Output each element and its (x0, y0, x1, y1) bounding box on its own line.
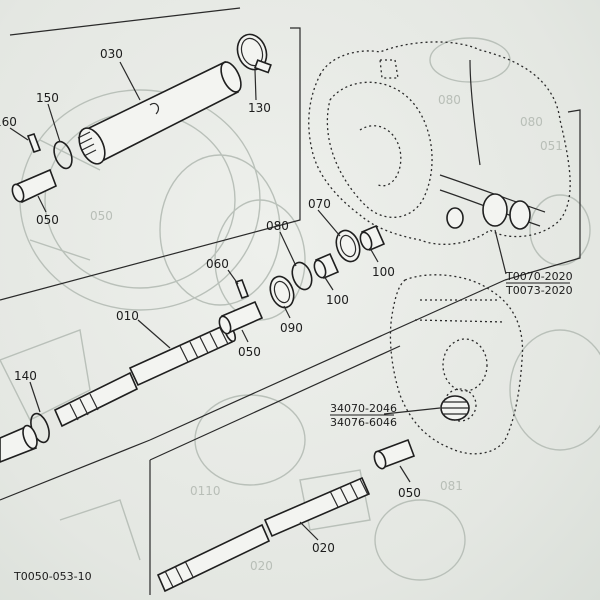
background-ghost-drawing: 080 080 051 081 050 0110 020 (0, 37, 600, 581)
part-090-bearing (269, 275, 295, 309)
label-050-lower: 050 (398, 486, 421, 500)
svg-text:0110: 0110 (190, 484, 221, 498)
part-050-collar-upper (11, 168, 58, 204)
label-030: 030 (100, 47, 123, 61)
transmission-case-upper (308, 41, 571, 245)
part-100-bushing-lower (313, 252, 340, 280)
svg-text:080: 080 (438, 93, 461, 107)
label-050-upper: 050 (36, 213, 59, 227)
footer-drawing-code: T0050-053-10 (13, 570, 92, 583)
splined-collar (440, 395, 470, 421)
svg-text:081: 081 (440, 479, 463, 493)
ref-code-1b: T0073-2020 (505, 284, 573, 297)
label-130: 130 (248, 101, 271, 115)
label-090: 090 (280, 321, 303, 335)
label-150: 150 (36, 91, 59, 105)
ref-code-1a: T0070-2020 (505, 270, 573, 283)
svg-text:050: 050 (90, 209, 113, 223)
part-150-o-ring (53, 140, 73, 170)
label-080: 080 (266, 219, 289, 233)
part-070-bearing (335, 229, 361, 263)
transmission-case-lower (389, 274, 524, 455)
part-050-collar-lower (373, 438, 416, 470)
part-080-ring (291, 261, 313, 291)
label-070: 070 (308, 197, 331, 211)
part-020-shaft (156, 476, 371, 593)
label-140: 140 (14, 369, 37, 383)
frame-lines (0, 7, 581, 595)
part-050-collar-middle (218, 300, 264, 335)
ref-code-2b: 34076-6046 (330, 416, 397, 429)
part-060-pin (234, 278, 250, 300)
svg-text:080: 080 (520, 115, 543, 129)
label-010: 010 (116, 309, 139, 323)
part-labels: 030 130 150 160 050 070 080 060 100 100 … (0, 47, 421, 555)
part-100-bushing-upper (359, 224, 386, 252)
label-100-upper: 100 (372, 265, 395, 279)
reference-codes: T0070-2020 T0073-2020 34070-2046 34076-6… (330, 270, 573, 429)
label-100-lower: 100 (326, 293, 349, 307)
label-050-middle: 050 (238, 345, 261, 359)
svg-text:051: 051 (540, 139, 563, 153)
leader-lines (9, 61, 507, 541)
svg-text:020: 020 (250, 559, 273, 573)
left-output-shaft (0, 424, 38, 463)
part-160-pin (26, 132, 42, 154)
part-010-shaft (53, 323, 237, 428)
part-130-hose-clamp (236, 33, 272, 74)
part-030-tube (77, 60, 242, 165)
ref-code-2a: 34070-2046 (330, 402, 397, 415)
label-020: 020 (312, 541, 335, 555)
label-160: 160 (0, 115, 17, 129)
label-060: 060 (206, 257, 229, 271)
